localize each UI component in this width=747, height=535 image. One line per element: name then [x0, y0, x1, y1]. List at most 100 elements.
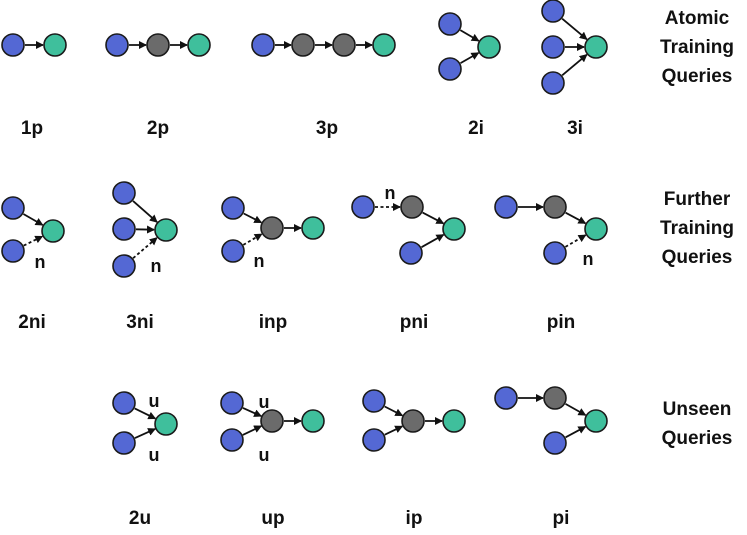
anchor-node [251, 33, 275, 57]
group-title-further: Further Training Queries [650, 185, 744, 272]
query-up-edges [242, 407, 302, 436]
intermediate-node [401, 409, 425, 433]
relation-edge [565, 211, 587, 225]
group-title-unseen: Unseen Queries [650, 395, 744, 453]
query-label-3p: 3p [315, 118, 339, 139]
target-node [477, 35, 501, 59]
negation-edge [564, 234, 587, 248]
query-label-3ni: 3ni [126, 312, 154, 333]
nodes-layer [1, 0, 608, 455]
target-node [372, 33, 396, 57]
query-label-inp: inp [258, 312, 288, 333]
group-title-line: Queries [661, 66, 733, 87]
query-3p-nodes [251, 33, 396, 57]
intermediate-node [260, 216, 284, 240]
relation-edge [134, 407, 157, 420]
relation-edge [422, 211, 445, 225]
intermediate-node [291, 33, 315, 57]
anchor-node [112, 181, 136, 205]
query-pin-edges [518, 203, 587, 248]
negation-mark: n [385, 183, 396, 203]
relation-edge [384, 425, 404, 436]
negation-edge [23, 235, 44, 247]
anchor-node [438, 12, 462, 36]
anchor-node [112, 217, 136, 241]
anchor-node [1, 196, 25, 220]
group-title-line: Queries [661, 247, 733, 268]
anchor-node [112, 254, 136, 278]
intermediate-node [260, 409, 284, 433]
query-pni-edges [375, 203, 445, 248]
query-inp-edges [242, 212, 302, 246]
group-title-line: Further [663, 189, 731, 210]
query-2i-nodes [438, 12, 501, 81]
query-2u-edges [134, 407, 157, 439]
target-node [154, 218, 178, 242]
query-pni-nodes [351, 195, 466, 265]
query-1p-nodes [1, 33, 67, 57]
query-label-2ni: 2ni [18, 312, 46, 333]
negation-mark: n [254, 251, 265, 271]
relation-edge [459, 29, 480, 42]
query-ip-nodes [362, 389, 466, 452]
query-label-3i: 3i [567, 118, 583, 139]
query-inp-nodes [221, 196, 325, 263]
intermediate-node [543, 386, 567, 410]
union-mark: u [259, 445, 270, 465]
relation-edge [561, 18, 588, 40]
anchor-node [351, 195, 375, 219]
relation-edge [421, 234, 445, 248]
union-mark: u [149, 445, 160, 465]
intermediate-node [146, 33, 170, 57]
query-pin-nodes [494, 195, 608, 265]
edges-layer [22, 18, 588, 439]
target-node [43, 33, 67, 57]
query-label-2p: 2p [146, 118, 170, 139]
anchor-node [221, 196, 245, 220]
query-2ni-edges [22, 213, 44, 247]
negation-edge [242, 233, 263, 246]
anchor-node [112, 431, 136, 455]
target-node [154, 412, 178, 436]
anchor-node [105, 33, 129, 57]
target-node [301, 216, 325, 240]
anchor-node [362, 428, 386, 452]
query-3i-edges [561, 18, 588, 76]
query-label-1p: 1p [20, 118, 44, 139]
group-title-line: Training [660, 37, 734, 58]
group-title-line: Training [660, 218, 734, 239]
relation-edge [561, 54, 588, 76]
group-title-line: Unseen [662, 399, 732, 420]
anchor-node [541, 35, 565, 59]
relation-edge [134, 428, 157, 439]
query-label-2i: 2i [468, 118, 484, 139]
relation-edge [243, 212, 263, 224]
anchor-node [1, 239, 25, 263]
query-2p-nodes [105, 33, 211, 57]
relation-edge [242, 407, 263, 417]
relation-edge [384, 405, 404, 417]
anchor-node [541, 71, 565, 95]
relation-edge [242, 425, 263, 436]
target-node [301, 409, 325, 433]
query-label-ip: ip [405, 508, 423, 529]
query-up-nodes [220, 391, 325, 452]
negation-mark: n [583, 249, 594, 269]
target-node [584, 409, 608, 433]
intermediate-node [400, 195, 424, 219]
anchor-node [494, 195, 518, 219]
negation-mark: n [35, 252, 46, 272]
query-3ni-nodes [112, 181, 178, 278]
query-pi-edges [518, 394, 587, 439]
anchor-node [220, 428, 244, 452]
anchor-node [543, 241, 567, 265]
relation-edge [565, 425, 587, 439]
group-title-atomic: Atomic Training Queries [650, 4, 744, 91]
query-pi-nodes [494, 386, 608, 455]
relation-edge [22, 213, 44, 226]
anchor-node [399, 241, 423, 265]
group-title-line: Queries [661, 428, 733, 449]
negation-mark: n [151, 256, 162, 276]
anchor-node [543, 431, 567, 455]
